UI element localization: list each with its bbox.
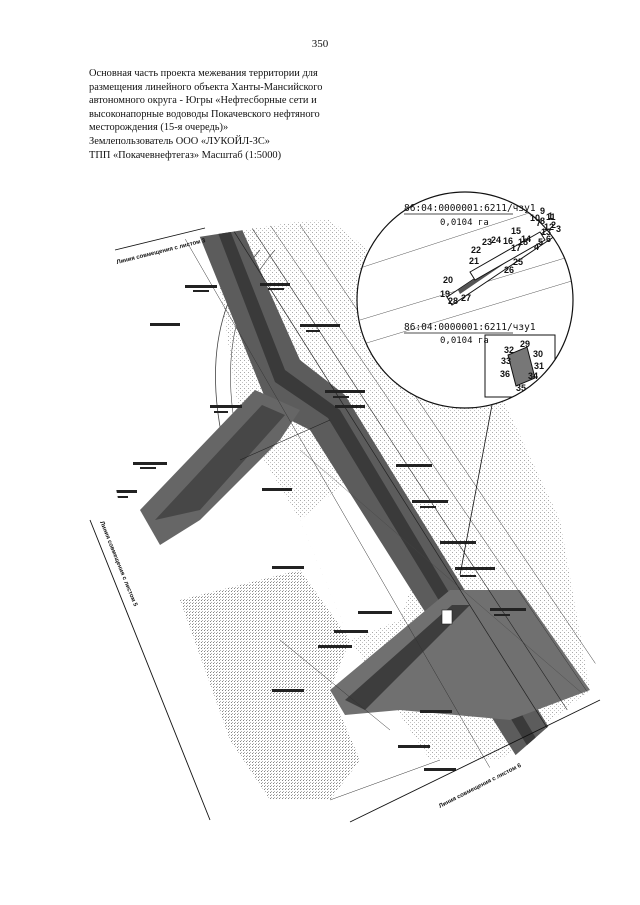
- point-label: 24: [491, 235, 501, 245]
- point-label: 31: [534, 361, 544, 371]
- point-label: 20: [443, 275, 453, 285]
- point-label: 17: [511, 243, 521, 253]
- title-line: месторождения (15-я очередь)»: [89, 122, 229, 134]
- title-line: высоконапорные водоводы Покачевского неф…: [89, 108, 320, 120]
- point-label: 26: [504, 265, 514, 275]
- point-label: 29: [520, 339, 530, 349]
- point-label: 11: [546, 212, 556, 222]
- point-label: 21: [469, 256, 479, 266]
- point-label: 30: [533, 349, 543, 359]
- title-line: автономного округа - Югры «Нефтесборные …: [89, 95, 317, 107]
- inset-parcel-label: 86:04:0000001:6211/чзу1: [404, 203, 536, 214]
- point-label: 1: [548, 211, 553, 221]
- title-line: Основная часть проекта межевания террито…: [89, 68, 318, 79]
- inset-parcel-label: 86:04:0000001:6211/чзу1: [404, 322, 536, 333]
- point-label: 27: [461, 293, 471, 303]
- point-label: 28: [448, 296, 458, 306]
- title-line: Землепользователь ООО «ЛУКОЙЛ-ЗС»: [89, 135, 270, 147]
- point-label: 7: [536, 218, 541, 228]
- point-label: 32: [504, 345, 514, 355]
- point-label: 10: [530, 213, 540, 223]
- title-line: размещения линейного объекта Ханты-Манси…: [89, 81, 323, 93]
- detail-inset: 86:04:0000001:6211/чзу1 0,0104 га 86:04:…: [356, 191, 574, 409]
- inset-area-label: 0,0104 га: [440, 218, 489, 228]
- inset-area-label: 0,0104 га: [440, 336, 489, 346]
- point-label: 23: [482, 237, 492, 247]
- point-label: 3: [556, 224, 561, 234]
- point-label: 14: [521, 234, 531, 244]
- point-label: 22: [471, 245, 481, 255]
- point-label: 25: [513, 257, 523, 267]
- point-label: 36: [500, 369, 510, 379]
- point-label: 5: [538, 237, 543, 247]
- point-label: 9: [540, 206, 545, 216]
- point-label: 8: [540, 216, 545, 226]
- title-line: ТПП «Покачевнефтегаз» Масштаб (1:5000): [89, 149, 282, 161]
- point-label: 2: [551, 220, 556, 230]
- point-label: 35: [516, 383, 526, 393]
- point-label: 16: [503, 236, 513, 246]
- point-label: 4: [534, 242, 539, 252]
- point-label: 33: [501, 356, 511, 366]
- point-label: 6: [546, 234, 551, 244]
- page-number: 350: [311, 38, 329, 50]
- document-title: Основная часть проекта межевания террито…: [89, 67, 389, 162]
- point-label: 34: [528, 371, 538, 381]
- point-label: 13: [541, 227, 551, 237]
- point-label: 19: [440, 289, 450, 299]
- point-label: 15: [511, 226, 521, 236]
- point-label: 12: [544, 222, 554, 232]
- point-label: 18: [518, 237, 528, 247]
